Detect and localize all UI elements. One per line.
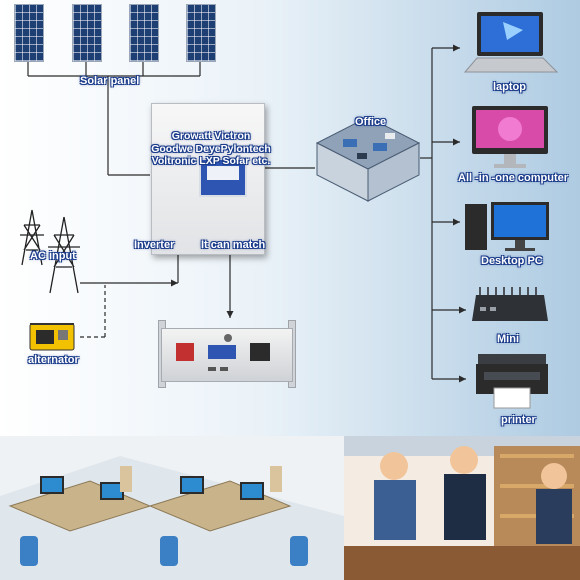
generator-icon [29, 323, 75, 351]
inverter-brand-line: Growatt Victron [171, 130, 251, 142]
solar-panel-icon [129, 4, 159, 62]
device-label: All -in -one computer [458, 172, 568, 184]
device-label: Mini [497, 333, 519, 345]
device-label: Desktop PC [481, 255, 543, 267]
inverter-display [199, 158, 247, 197]
printer-icon [476, 354, 548, 409]
alternator-label: alternator [28, 354, 79, 366]
it-can-match-label: It can match [201, 239, 266, 251]
office-workers-illustration [0, 436, 344, 580]
desktop-pc-icon [465, 202, 549, 251]
inverter-brand-line: Voltronic LXP Sofar etc. [151, 155, 271, 167]
device-label: laptop [493, 81, 526, 93]
wiring-lines [27, 44, 466, 383]
office-illustration-strip [0, 436, 580, 580]
ac-input-label: AC input [30, 250, 76, 262]
office-icon [315, 116, 421, 202]
all-in-one-computer-icon [472, 106, 548, 168]
inverter-brand-line: Goodwe DeyePylontech [151, 142, 271, 155]
transmission-tower-icon [20, 209, 80, 294]
office-label: Office [355, 116, 387, 128]
laptop-icon [463, 12, 559, 73]
battery-icon [161, 328, 293, 382]
inverter-label: Inverter [134, 239, 175, 251]
solar-panel-label: Solar panel [80, 75, 140, 87]
device-label: printer [501, 414, 536, 426]
solar-panel-icon [186, 4, 216, 62]
mini-pc-icon [472, 287, 548, 321]
solar-panel-icon [14, 4, 44, 62]
office-meeting-illustration [344, 436, 580, 580]
solar-panel-icon [72, 4, 102, 62]
inverter-brands: Growatt Victron Goodwe DeyePylontech Vol… [148, 130, 274, 168]
